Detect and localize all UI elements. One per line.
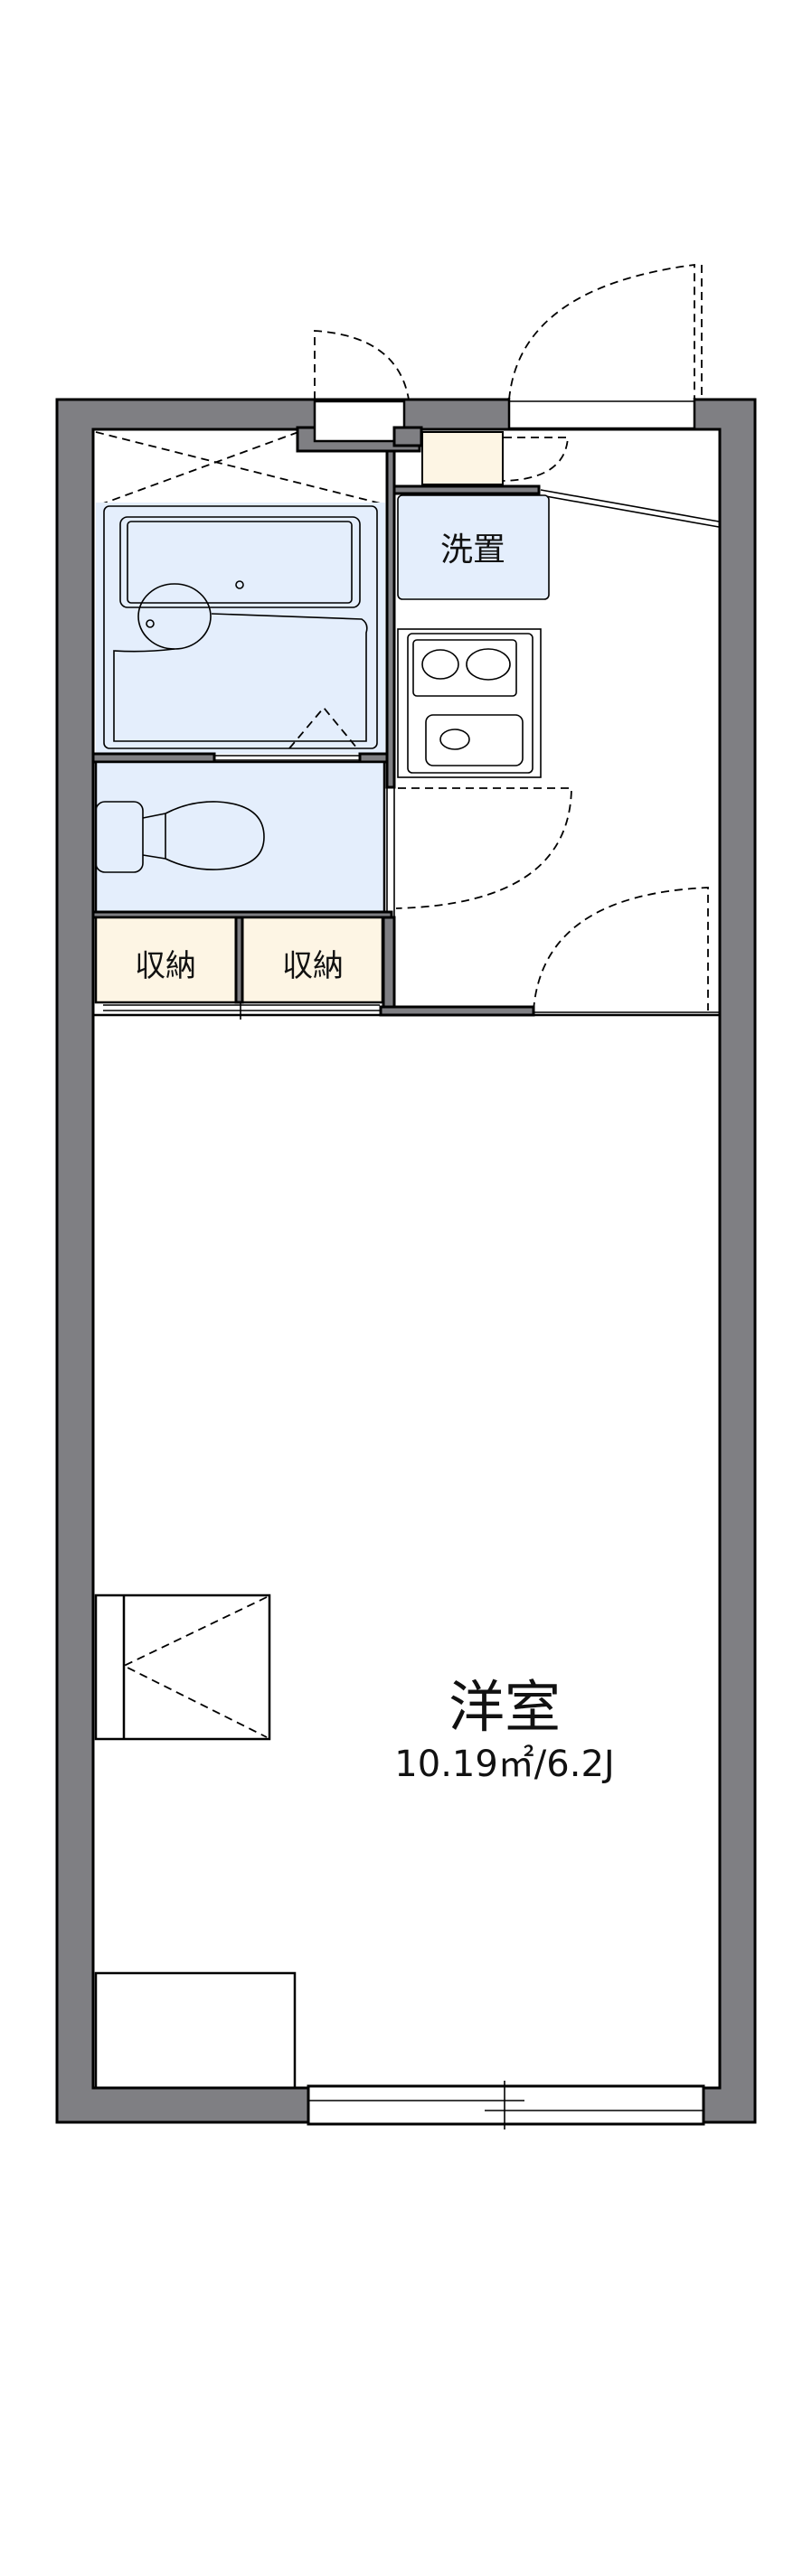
entrance-opening [509,398,694,428]
kitchen-counter [397,628,542,778]
bathtub [119,516,361,608]
stove [412,639,517,697]
room-door-swing [533,887,709,1011]
top-small-opening [313,400,406,443]
storage-left-label: 収納 [135,948,196,984]
washer-space [397,494,550,600]
storage-divider [234,916,244,1004]
storage-right [241,916,384,1004]
washer-wall [392,484,541,495]
washer-label: 洗置 [440,531,505,569]
unit-bath [103,505,378,749]
bathroom [96,503,385,754]
entrance-door-swing [508,263,695,400]
drain-icon [235,580,244,589]
closet-door-swing [121,1596,268,1738]
desk [94,1971,297,2090]
burner-icon [421,649,459,680]
toilet-tank [95,801,144,873]
bath-door-swing-inner [288,706,358,749]
closet [94,1594,271,1741]
partition-wall [385,449,396,789]
shoe-cabinet [421,431,504,485]
storage-right-label: 収納 [282,948,344,984]
western-room-label: 洋室 [448,1674,561,1740]
bath-door-swing [314,330,410,400]
storage-side-wall [382,916,396,1017]
hall-door-swing [395,787,572,909]
wall-stub [392,426,423,447]
balcony-window [307,2084,705,2126]
burner-icon [466,648,511,681]
storage-left [94,916,238,1004]
kitchen-sink [425,714,524,766]
toilet-room [94,760,386,914]
bath-toilet-wall-right [358,752,389,764]
bath-toilet-wall [91,752,216,764]
western-room-area: 10.19㎡/6.2J [394,1744,614,1785]
toilet-bowl [142,801,265,870]
hall-bottom-wall [379,1005,535,1017]
cabinet-door-swing [503,437,569,482]
